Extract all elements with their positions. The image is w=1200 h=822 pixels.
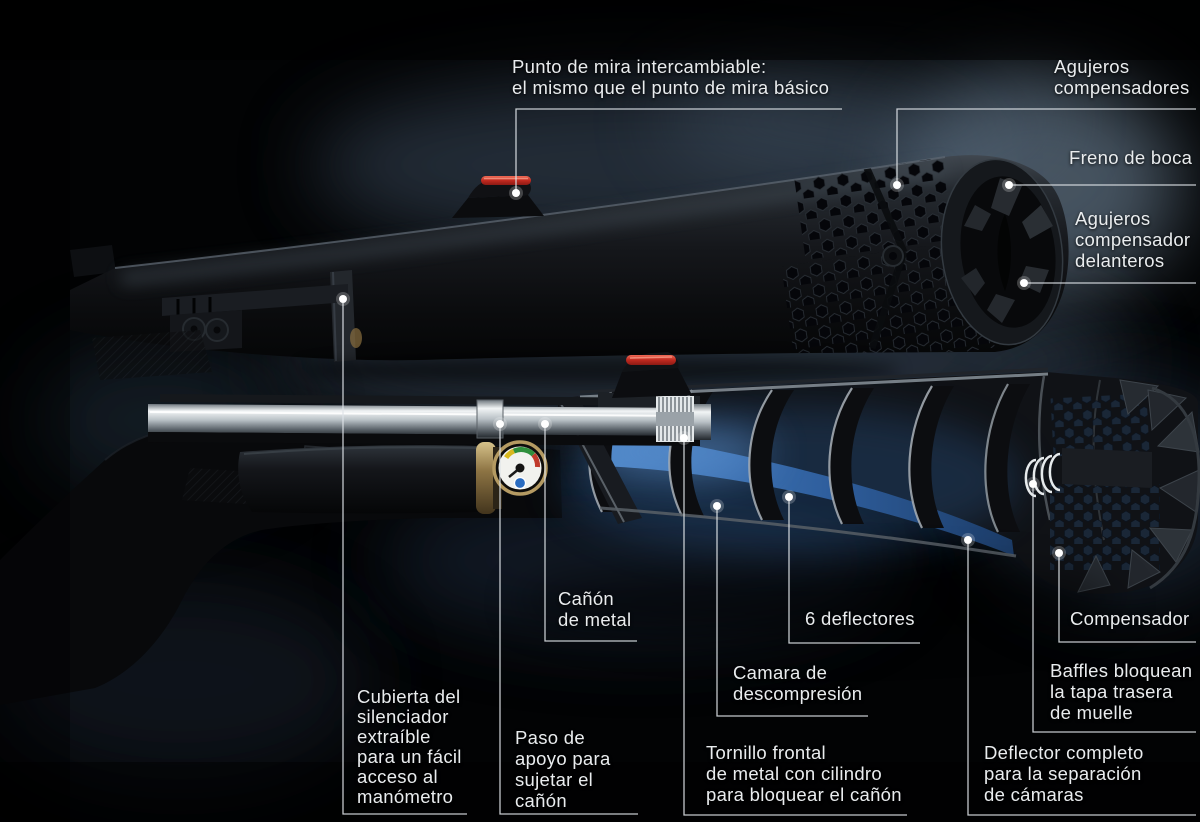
callout-line-agujeros-compensadores [896, 108, 1196, 181]
barrel-assembly [148, 392, 711, 446]
callout-line-punto-de-mira [515, 108, 842, 190]
threaded-bushing [656, 396, 694, 442]
label-seis-deflectores: 6 deflectores [805, 608, 915, 629]
barrel-support-step [476, 399, 504, 439]
label-punto-de-mira: Punto de mira intercambiable: el mismo q… [512, 56, 830, 98]
cutaway-front-sight [612, 352, 692, 398]
gauge-logo [513, 476, 527, 490]
callout-line-tornillo-frontal [683, 442, 907, 816]
callout-line-paso-de-apoyo [499, 428, 638, 815]
rear-compensator-section [1024, 375, 1200, 593]
callout-line-seis-deflectores [788, 501, 920, 644]
label-canon-de-metal: Cañón de metal [558, 588, 632, 630]
label-paso-de-apoyo: Paso de apoyo para sujetar el cañón [515, 727, 611, 811]
spring [1024, 452, 1061, 498]
label-tornillo-frontal: Tornillo frontal de metal con cilindro p… [706, 742, 902, 805]
rear-sight [70, 245, 116, 277]
label-camara-de-descompresion: Camara de descompresión [733, 662, 863, 704]
label-cubierta-del-silenciador: Cubierta del silenciador extraíble para … [357, 686, 462, 807]
bottom-rifle-illustration [0, 352, 1200, 705]
callout-line-cubierta [342, 303, 467, 815]
callout-line-deflector-completo [967, 544, 1196, 816]
label-agujeros-compensadores: Agujeros compensadores [1054, 56, 1190, 98]
pressure-gauge [492, 440, 548, 496]
callout-lines [342, 108, 1196, 816]
callout-line-compensador [1058, 557, 1196, 643]
air-cylinder [238, 440, 548, 514]
muzzle-brake [940, 158, 1064, 346]
label-agujeros-compensador-delanteros: Agujeros compensador delanteros [1075, 208, 1191, 271]
grip-checkering [92, 330, 212, 380]
label-baffles-bloquean: Baffles bloquean la tapa trasera de muel… [1050, 660, 1193, 723]
label-compensador: Compensador [1070, 608, 1190, 629]
callout-line-camara-descompresion [716, 510, 868, 717]
callout-line-canon-de-metal [544, 428, 637, 642]
metal-barrel [148, 404, 700, 436]
callout-dots [336, 178, 1066, 560]
callout-line-baffles [1032, 488, 1196, 733]
label-freno-de-boca: Freno de boca [1069, 147, 1193, 168]
front-sight [452, 176, 544, 218]
label-deflector-completo: Deflector completo para la separación de… [984, 742, 1144, 805]
